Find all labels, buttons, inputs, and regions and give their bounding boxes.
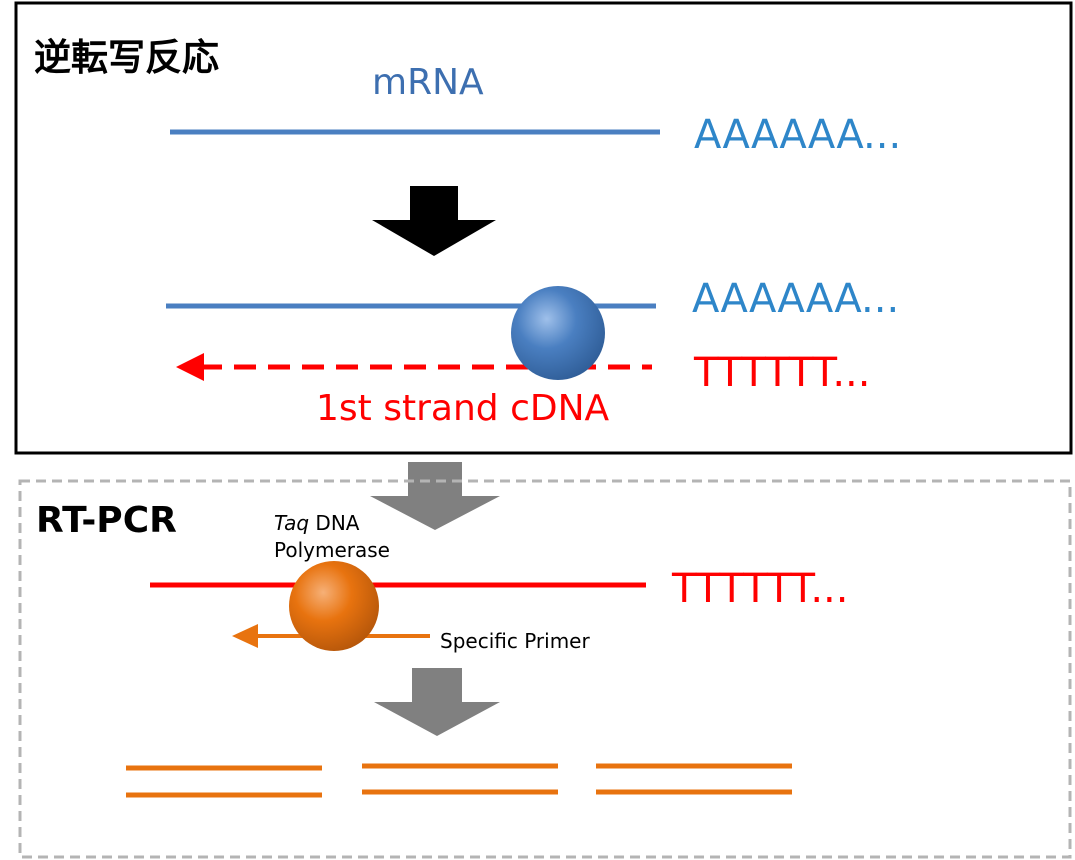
poly-a-tail-bottom: AAAAAA...: [692, 276, 899, 322]
taq-polymerase-sphere-icon: [289, 561, 379, 651]
primer-arrowhead-icon: [232, 624, 258, 648]
down-arrow-icon: [372, 186, 496, 256]
poly-t-tail-pcr: TTTTTT...: [671, 566, 848, 612]
pcr-section-title: RT-PCR: [36, 500, 177, 541]
amplified-products: [126, 763, 792, 798]
polymerase-label-line1: Taq DNA: [274, 511, 360, 535]
poly-t-tail-rt: TTTTTT...: [693, 350, 870, 396]
down-arrow-gray-icon: [370, 462, 500, 530]
mrna-label: mRNA: [372, 62, 484, 103]
cdna-label: 1st strand cDNA: [316, 388, 610, 429]
rt-section-box: [14, 1, 1073, 455]
down-arrow-gray-icon-2: [374, 668, 500, 736]
reverse-transcriptase-sphere-icon: [511, 286, 605, 380]
cdna-arrowhead-icon: [176, 353, 204, 381]
rt-section-title: 逆転写反応: [34, 36, 219, 79]
poly-a-tail-top: AAAAAA...: [694, 112, 901, 158]
pcr-section-box: [18, 479, 1072, 859]
polymerase-label-line2: Polymerase: [274, 538, 390, 562]
primer-label: Specific Primer: [440, 629, 590, 653]
